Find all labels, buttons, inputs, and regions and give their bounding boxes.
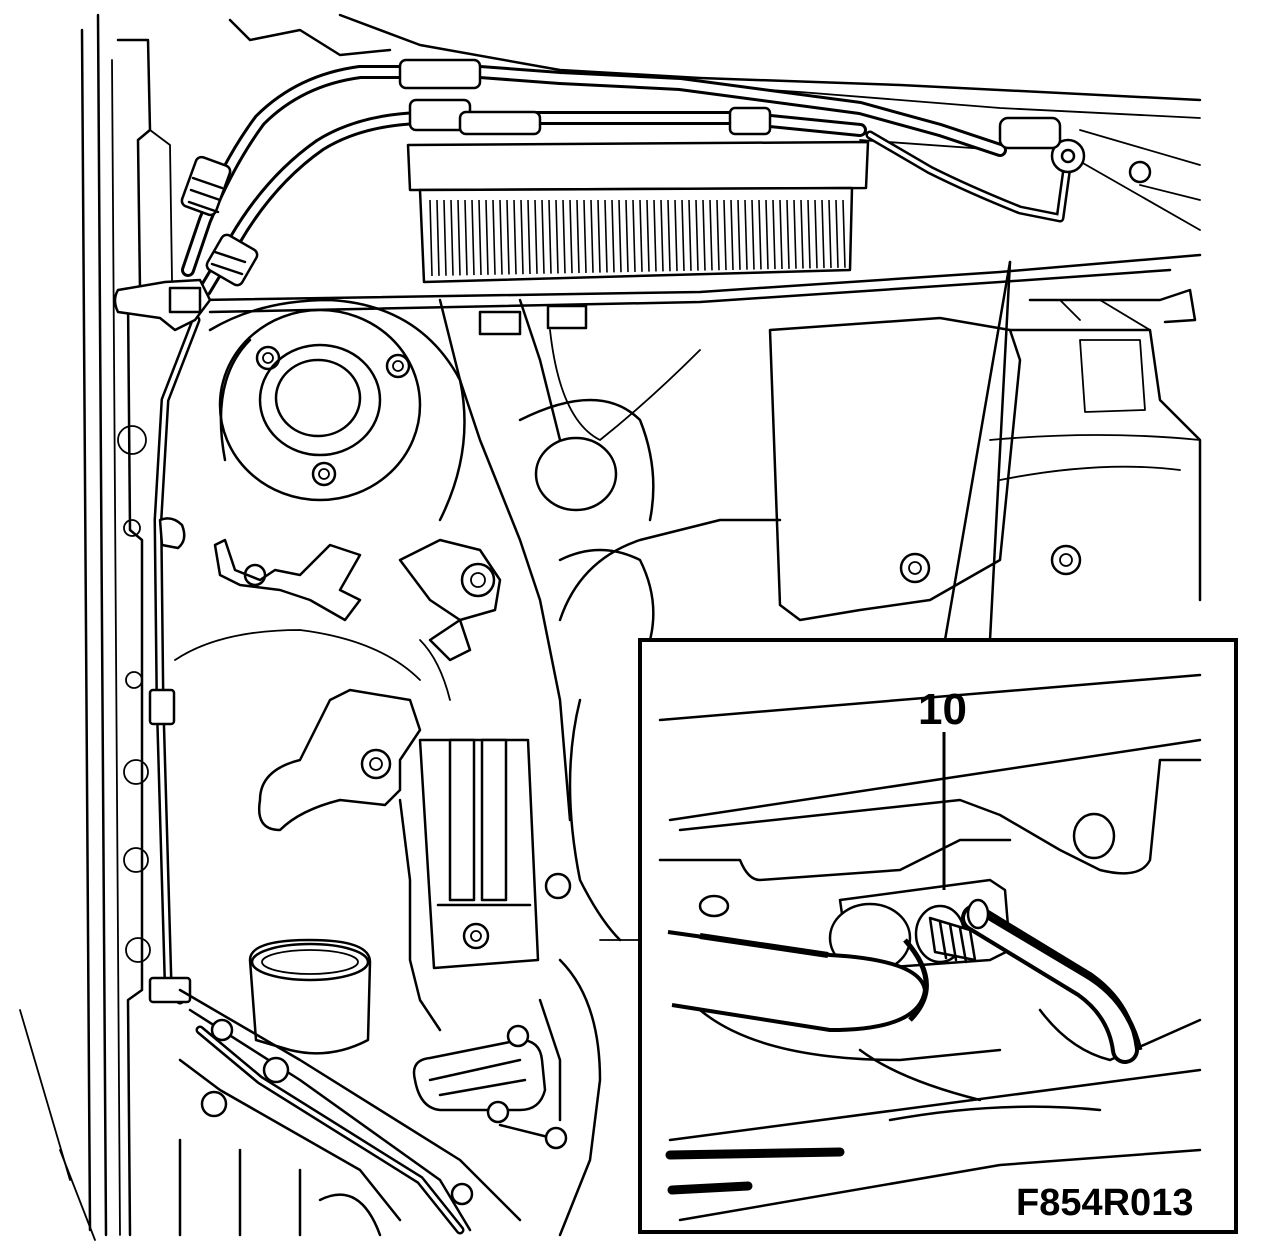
filter-pleat <box>660 199 664 272</box>
filter-pleat <box>793 199 797 269</box>
filter-pleat <box>520 199 524 275</box>
filter-pleat <box>471 199 475 276</box>
bracket-left-top <box>113 278 212 332</box>
filter-pleat <box>842 199 846 268</box>
figure-id: F854R013 <box>1016 1182 1193 1224</box>
hose-top-lower <box>198 111 867 297</box>
callout-10: 10 <box>918 685 967 890</box>
detail-pipe-right <box>961 898 1143 1064</box>
lower-harness <box>178 988 522 1237</box>
filter-pleat <box>632 199 636 272</box>
filter-pleats <box>429 199 846 277</box>
engine-lower-right <box>558 518 782 942</box>
center-components <box>174 298 701 822</box>
detail-body <box>658 673 1202 1222</box>
filter-pleat <box>695 199 699 271</box>
strut-tower <box>208 298 466 522</box>
round-cup <box>248 938 372 1055</box>
filter-pleat <box>534 199 538 274</box>
filter-pleat <box>835 199 839 268</box>
filter-pleat <box>576 199 580 274</box>
filter-pleat <box>667 199 671 272</box>
filter-pleat <box>709 199 713 271</box>
filter-pleat <box>548 199 552 274</box>
detail-hose-left <box>667 930 929 1032</box>
filter-pleat <box>772 199 776 270</box>
filter-pleat <box>555 199 559 274</box>
filter-pleat <box>821 199 825 269</box>
filter-pleat <box>779 199 783 270</box>
filter-pleat <box>429 199 433 277</box>
vertical-member <box>418 738 572 970</box>
filter-pleat <box>492 199 496 275</box>
filter-pleat <box>618 199 622 273</box>
filter-pleat <box>807 199 811 269</box>
filter-pleat <box>506 199 510 275</box>
filter-pleat <box>478 199 482 276</box>
filter-pleat <box>597 199 601 273</box>
filter-pleat <box>758 199 762 270</box>
filter-pleat <box>814 199 818 269</box>
filter-pleat <box>716 199 720 271</box>
filter-pleat <box>569 199 573 274</box>
filter-pleat <box>625 199 629 273</box>
hose-right-pipe <box>865 130 1073 223</box>
filter-pleat <box>800 199 804 269</box>
filter-pleat <box>450 199 454 276</box>
lower-center-latch <box>398 798 602 1237</box>
lower-left-bracket <box>257 688 422 832</box>
filter-pleat <box>457 199 461 276</box>
body-frame-left <box>19 13 173 1241</box>
pipe-left-vertical <box>148 315 201 1005</box>
hose-couplings <box>180 58 1152 287</box>
filter-pleat <box>681 199 685 271</box>
zoom-leader-lines <box>943 260 1012 642</box>
filter-pleat <box>464 199 468 276</box>
filter-pleat <box>485 199 489 275</box>
filter-pleat <box>674 199 678 272</box>
filter-pleat <box>499 199 503 275</box>
detail-inset: 10 F854R013 <box>638 638 1238 1234</box>
filter-pleat <box>646 199 650 272</box>
filter-pleat <box>562 199 566 274</box>
detail-fitting <box>828 878 1012 974</box>
filter-pleat <box>828 199 832 269</box>
filter-pleat <box>639 199 643 272</box>
filter-pleat <box>527 199 531 275</box>
filter-pleat <box>786 199 790 269</box>
filter-pleat <box>702 199 706 271</box>
filter-pleat <box>765 199 769 270</box>
filter-pleat <box>653 199 657 272</box>
callout-number: 10 <box>918 685 967 734</box>
right-panel <box>768 288 1202 622</box>
filter-pleat <box>541 199 545 274</box>
filter-pleat <box>590 199 594 273</box>
filter-pleat <box>744 199 748 270</box>
filter-pleat <box>604 199 608 273</box>
filter-pleat <box>737 199 741 270</box>
cabin-air-filter <box>406 140 870 284</box>
filter-pleat <box>436 199 440 276</box>
filter-pleat <box>611 199 615 273</box>
filter-pleat <box>443 199 447 276</box>
filter-pleat <box>723 199 727 271</box>
filter-pleat <box>751 199 755 270</box>
filter-pleat <box>688 199 692 271</box>
filter-pleat <box>513 199 517 275</box>
filter-pleat <box>583 199 587 273</box>
filter-pleat <box>730 199 734 271</box>
